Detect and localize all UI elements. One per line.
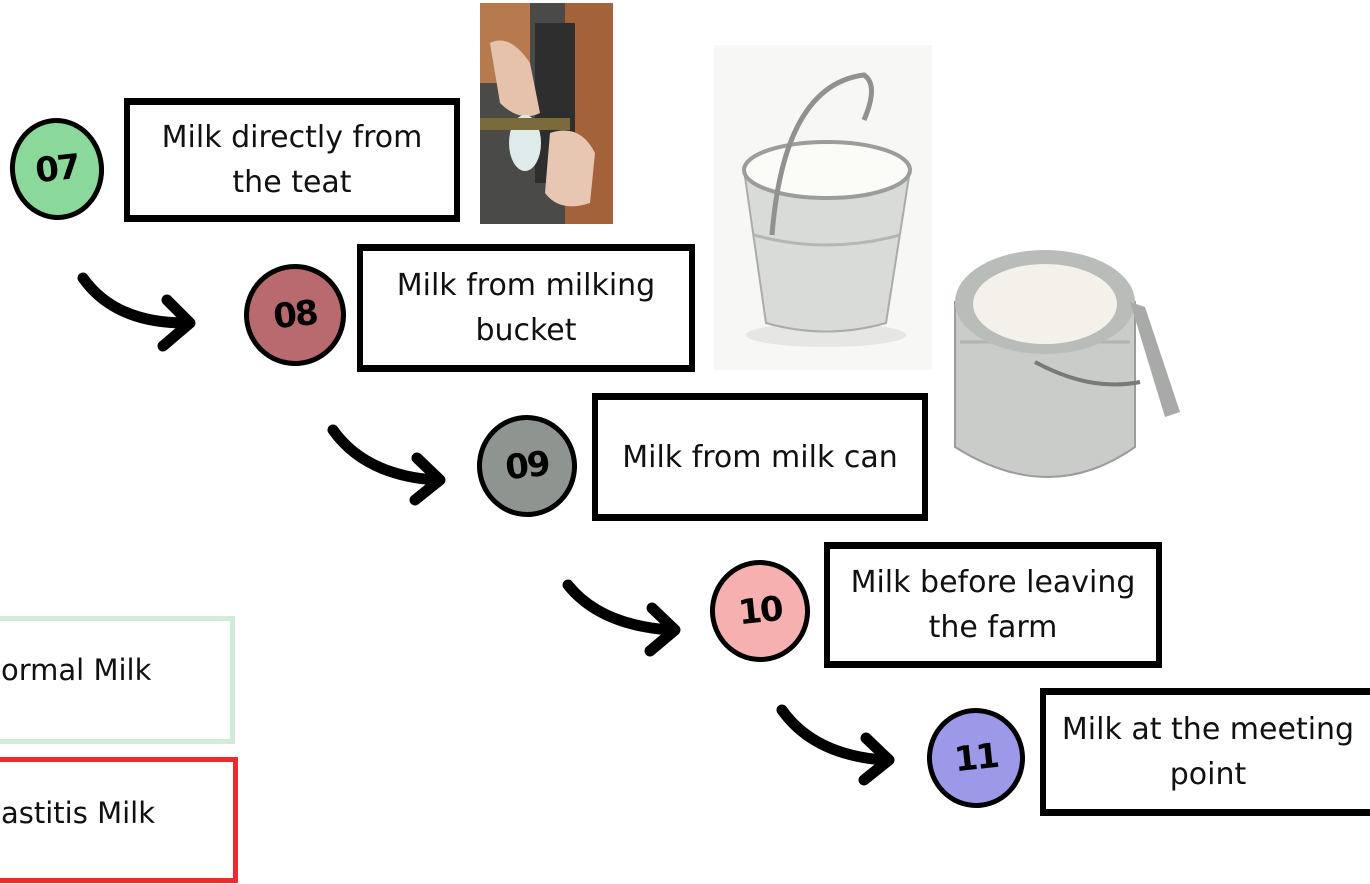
teat-milking-photo [480, 3, 613, 224]
arrow-icon [77, 272, 196, 352]
step-07-number: 07 [33, 146, 81, 192]
legend-mastitis-milk: astitis Milk [0, 757, 238, 883]
step-09-number: 09 [503, 443, 551, 489]
step-09-badge: 09 [471, 410, 583, 522]
arrow-icon [562, 579, 681, 657]
step-08-badge: 08 [238, 258, 352, 372]
step-09-label-box: Milk from milk can [592, 393, 928, 521]
milking-bucket-photo [714, 45, 932, 370]
step-10-number: 10 [736, 588, 784, 634]
legend-normal-milk-label: ormal Milk [1, 653, 152, 687]
arrow-icon [327, 424, 446, 506]
step-11-badge: 11 [922, 703, 1030, 813]
step-11-label: Milk at the meeting point [1061, 712, 1355, 792]
step-09-label: Milk from milk can [622, 439, 898, 475]
step-08-label-box: Milk from milking bucket [357, 244, 695, 372]
step-10-label-box: Milk before leaving the farm [824, 542, 1162, 668]
step-11-label-box: Milk at the meeting point [1040, 688, 1370, 816]
step-08-number: 08 [271, 292, 319, 338]
step-07-label-box: Milk directly from the teat [124, 98, 460, 222]
step-07-label: Milk directly from the teat [161, 120, 423, 200]
step-08-label: Milk from milking bucket [396, 268, 656, 348]
step-10-badge: 10 [704, 555, 816, 667]
step-07-badge: 07 [4, 113, 110, 225]
legend-mastitis-milk-label: astitis Milk [1, 796, 155, 830]
step-11-number: 11 [952, 735, 1000, 781]
step-10-label: Milk before leaving the farm [850, 565, 1136, 645]
milk-can-photo [940, 232, 1180, 497]
arrow-icon [776, 704, 895, 786]
legend-normal-milk: ormal Milk [0, 616, 235, 744]
